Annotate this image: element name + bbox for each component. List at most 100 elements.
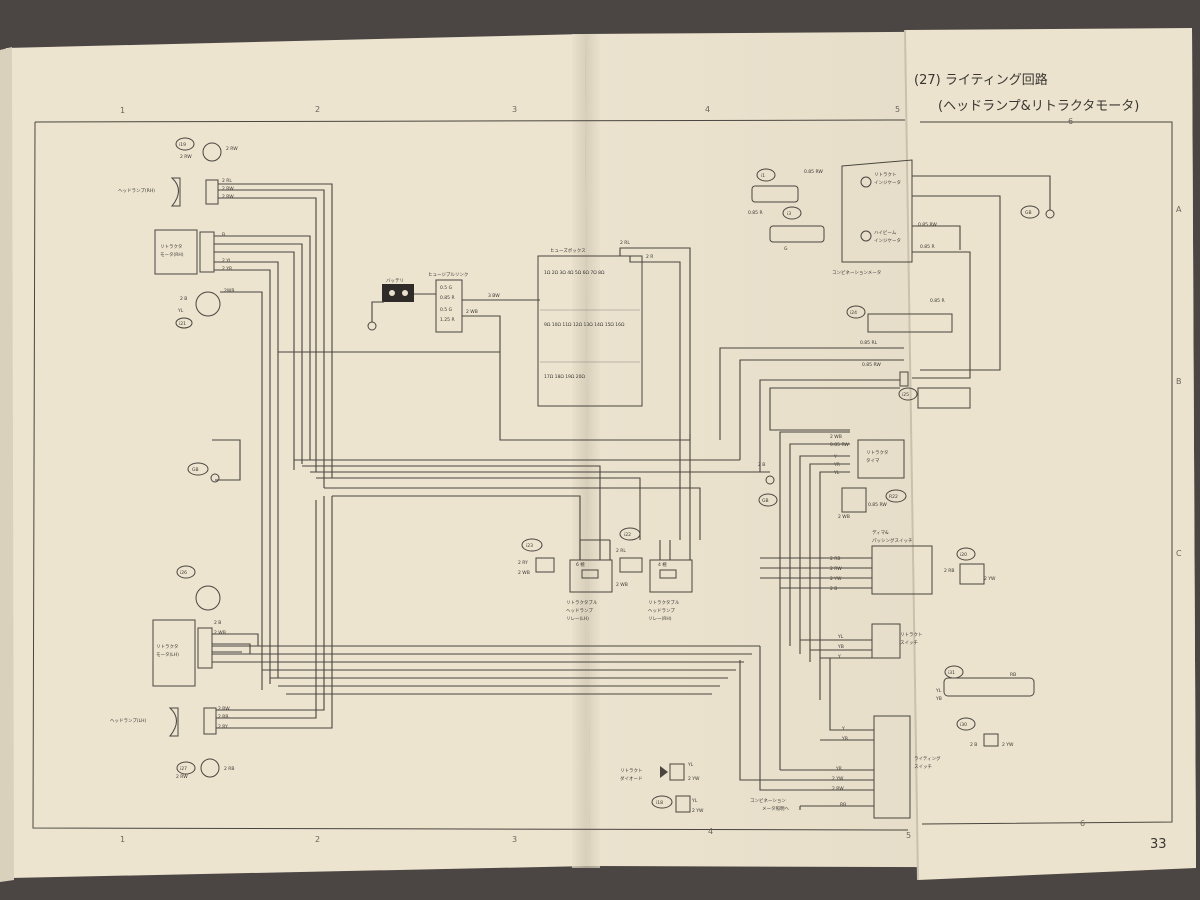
svg-text:i24: i24 <box>850 310 857 316</box>
svg-text:0.85 RW: 0.85 RW <box>830 442 849 448</box>
svg-text:バッテリ: バッテリ <box>386 278 404 284</box>
svg-text:コンビネーション: コンビネーション <box>750 797 786 804</box>
col-4-bottom: 4 <box>708 827 713 836</box>
svg-text:モータ(LH): モータ(LH) <box>156 651 179 658</box>
svg-text:2 RW: 2 RW <box>226 146 238 152</box>
svg-text:2 WB: 2 WB <box>616 582 628 588</box>
svg-text:ヒュージブルリンク: ヒュージブルリンク <box>428 271 468 278</box>
connector-i23: i23 2 RY 2 WB <box>518 538 555 576</box>
col-6-bottom: 6 <box>1080 819 1085 828</box>
svg-text:ライティング: ライティング <box>914 755 941 762</box>
svg-text:2 RW: 2 RW <box>180 154 192 160</box>
center-horizontal-wires <box>212 459 770 695</box>
retract-switch: リトラクト スイッチ YL YB Y <box>800 623 923 660</box>
svg-text:リトラクタブル: リトラクタブル <box>566 599 598 606</box>
retract-relay-rh: 4 極 リトラクタブル ヘッドランプ リレー(RH) <box>648 540 693 622</box>
svg-text:ヒューズボックス: ヒューズボックス <box>550 247 586 254</box>
svg-text:i21: i21 <box>179 321 186 327</box>
svg-text:0.85 RW: 0.85 RW <box>868 502 887 508</box>
svg-text:YL: YL <box>935 688 942 694</box>
connector-i1: i1 0.85 RW 0.85 R <box>748 168 823 216</box>
svg-text:2 RB: 2 RB <box>224 766 235 772</box>
headlamp-lh: ヘッドランプ(LH) 2 RW 2 RB 2 RY <box>110 706 230 737</box>
svg-text:2 RW: 2 RW <box>222 186 234 192</box>
svg-text:i27: i27 <box>180 766 187 772</box>
connector-i24: i24 0.85 R 0.85 RL 0.85 RW <box>846 298 953 368</box>
col-1-top: 1 <box>120 106 125 115</box>
diagram-frame <box>32 119 1173 831</box>
retract-diode: リトラクト ダイオード YL 2 YW <box>620 762 700 782</box>
svg-text:リトラクト: リトラクト <box>900 632 923 638</box>
svg-text:17Ω 18Ω 19Ω 20Ω: 17Ω 18Ω 19Ω 20Ω <box>544 374 586 380</box>
svg-text:0.5 G: 0.5 G <box>440 285 453 291</box>
svg-text:モータ(RH): モータ(RH) <box>160 251 184 258</box>
col-3-top: 3 <box>512 105 517 114</box>
svg-text:リトラクタ: リトラクタ <box>866 449 888 456</box>
svg-text:0.85 R: 0.85 R <box>920 244 935 250</box>
svg-text:2 RL: 2 RL <box>616 548 626 554</box>
connector-i3: i3 G <box>769 206 825 252</box>
svg-text:2 YL: 2 YL <box>222 258 232 264</box>
svg-text:i19: i19 <box>179 142 186 148</box>
connector-r22: R22 0.85 RW 2 WB <box>838 487 907 520</box>
combination-meter: リトラクト インジケータ ハイビーム インジケータ コンビネーションメータ GB… <box>832 159 1055 379</box>
svg-text:2 YW: 2 YW <box>984 576 996 582</box>
svg-text:B: B <box>222 232 225 238</box>
svg-text:2 RW: 2 RW <box>222 194 234 200</box>
svg-text:2 B: 2 B <box>830 586 837 592</box>
svg-text:R22: R22 <box>889 494 898 500</box>
svg-text:YL: YL <box>837 634 844 640</box>
svg-text:2 RB: 2 RB <box>944 568 955 574</box>
meter-to-timer-wires <box>719 347 904 472</box>
svg-text:メータ照明へ: メータ照明へ <box>762 805 789 812</box>
svg-text:リレー(LH): リレー(LH) <box>566 616 589 622</box>
svg-text:i18: i18 <box>656 800 663 806</box>
svg-text:3 BW: 3 BW <box>488 293 500 299</box>
col-2-top: 2 <box>315 105 320 114</box>
left-page <box>6 34 590 878</box>
svg-text:2 B: 2 B <box>970 742 977 748</box>
svg-text:2 RW: 2 RW <box>830 566 842 572</box>
svg-text:タイマ: タイマ <box>866 457 880 464</box>
svg-text:リトラクタブル: リトラクタブル <box>648 599 680 606</box>
connector-i31: i31 RB YL YB <box>935 665 1035 702</box>
svg-text:0.85 R: 0.85 R <box>748 210 763 216</box>
svg-text:i31: i31 <box>948 670 955 676</box>
col-3-bottom: 3 <box>512 835 517 844</box>
svg-text:0.85 RW: 0.85 RW <box>918 222 937 228</box>
svg-text:2 WB: 2 WB <box>214 630 226 636</box>
svg-text:2 RY: 2 RY <box>518 560 528 566</box>
col-4-top: 4 <box>705 105 710 114</box>
svg-text:i20: i20 <box>960 552 967 558</box>
svg-text:2WB: 2WB <box>224 288 234 294</box>
svg-text:2 RW: 2 RW <box>218 706 230 712</box>
svg-text:Y: Y <box>833 454 837 460</box>
retract-relay-lh: 6 極 リトラクタブル ヘッドランプ リレー(LH) <box>566 539 613 622</box>
svg-text:0.85 RW: 0.85 RW <box>862 362 881 368</box>
svg-text:ヘッドランプ: ヘッドランプ <box>648 608 675 614</box>
connector-i25: i25 <box>898 371 971 409</box>
connector-i26: i26 <box>176 565 221 611</box>
svg-text:2 R: 2 R <box>646 254 653 260</box>
svg-text:YR: YR <box>833 462 840 468</box>
top-column-numbers: 1 2 3 4 5 6 <box>120 105 1073 126</box>
meter-illumination-label: コンビネーション メータ照明へ <box>750 797 801 812</box>
row-c: C <box>1176 549 1182 558</box>
svg-text:GB: GB <box>192 467 199 473</box>
fusible-link: ヒュージブルリンク 0.5 G 0.85 R 0.5 G 1.25 R 3 BW… <box>414 271 540 352</box>
page-title: (27) ライティング回路 <box>914 72 1048 88</box>
left-wire-bundle <box>212 183 691 729</box>
svg-text:2 YW: 2 YW <box>692 808 704 814</box>
row-letters: A B C <box>1176 205 1182 558</box>
ground-gb-left: GB <box>187 462 220 483</box>
svg-text:Y: Y <box>841 726 845 732</box>
svg-text:スイッチ: スイッチ <box>914 764 932 770</box>
col-6-top: 6 <box>1068 117 1073 126</box>
svg-text:ヘッドランプ(LH): ヘッドランプ(LH) <box>110 718 147 724</box>
svg-text:2 RB: 2 RB <box>218 714 229 720</box>
svg-text:ダイオード: ダイオード <box>620 775 643 782</box>
svg-text:i30: i30 <box>960 722 967 728</box>
svg-text:リトラクタ: リトラクタ <box>156 643 178 650</box>
svg-text:2 YW: 2 YW <box>832 776 844 782</box>
